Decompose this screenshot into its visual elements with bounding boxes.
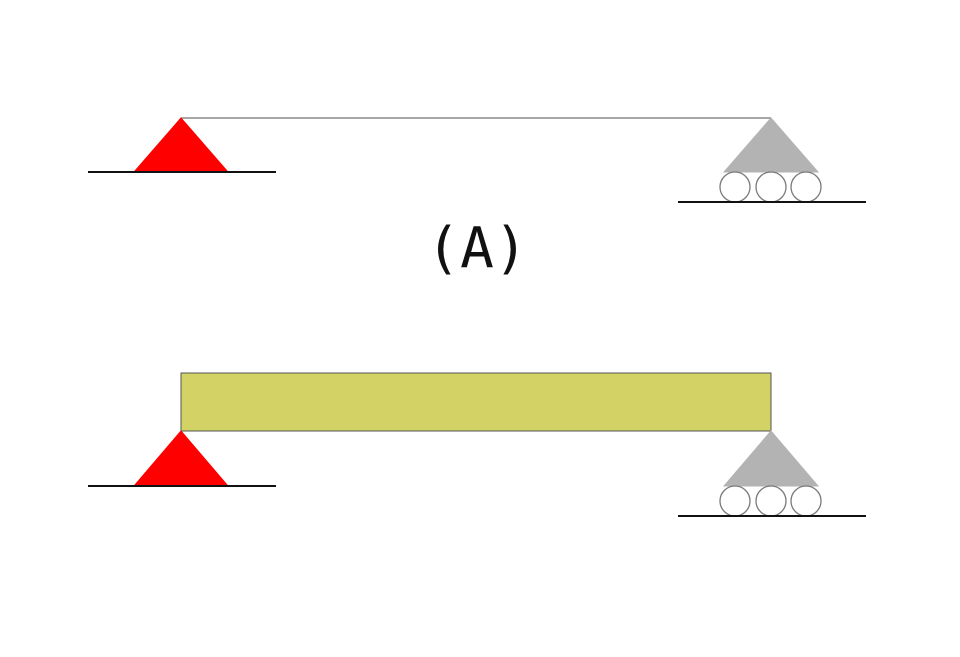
- top-beam-system: [88, 117, 866, 203]
- top-right-roller-support: [678, 117, 866, 203]
- diagram-label: (A): [426, 216, 527, 281]
- top-right-roller-wheel-3: [790, 171, 822, 203]
- bottom-beam-system: [88, 372, 866, 517]
- bottom-beam-rectangle: [180, 372, 772, 432]
- top-left-pin-support: [88, 117, 276, 173]
- bottom-left-pin-support: [88, 430, 276, 487]
- bottom-right-roller-wheel-2: [755, 485, 787, 517]
- bottom-right-roller-wheel-3: [790, 485, 822, 517]
- top-right-roller-wheel-1: [719, 171, 751, 203]
- bottom-right-roller-support: [678, 430, 866, 517]
- bottom-right-roller-wheel-1: [719, 485, 751, 517]
- top-right-roller-wheel-2: [755, 171, 787, 203]
